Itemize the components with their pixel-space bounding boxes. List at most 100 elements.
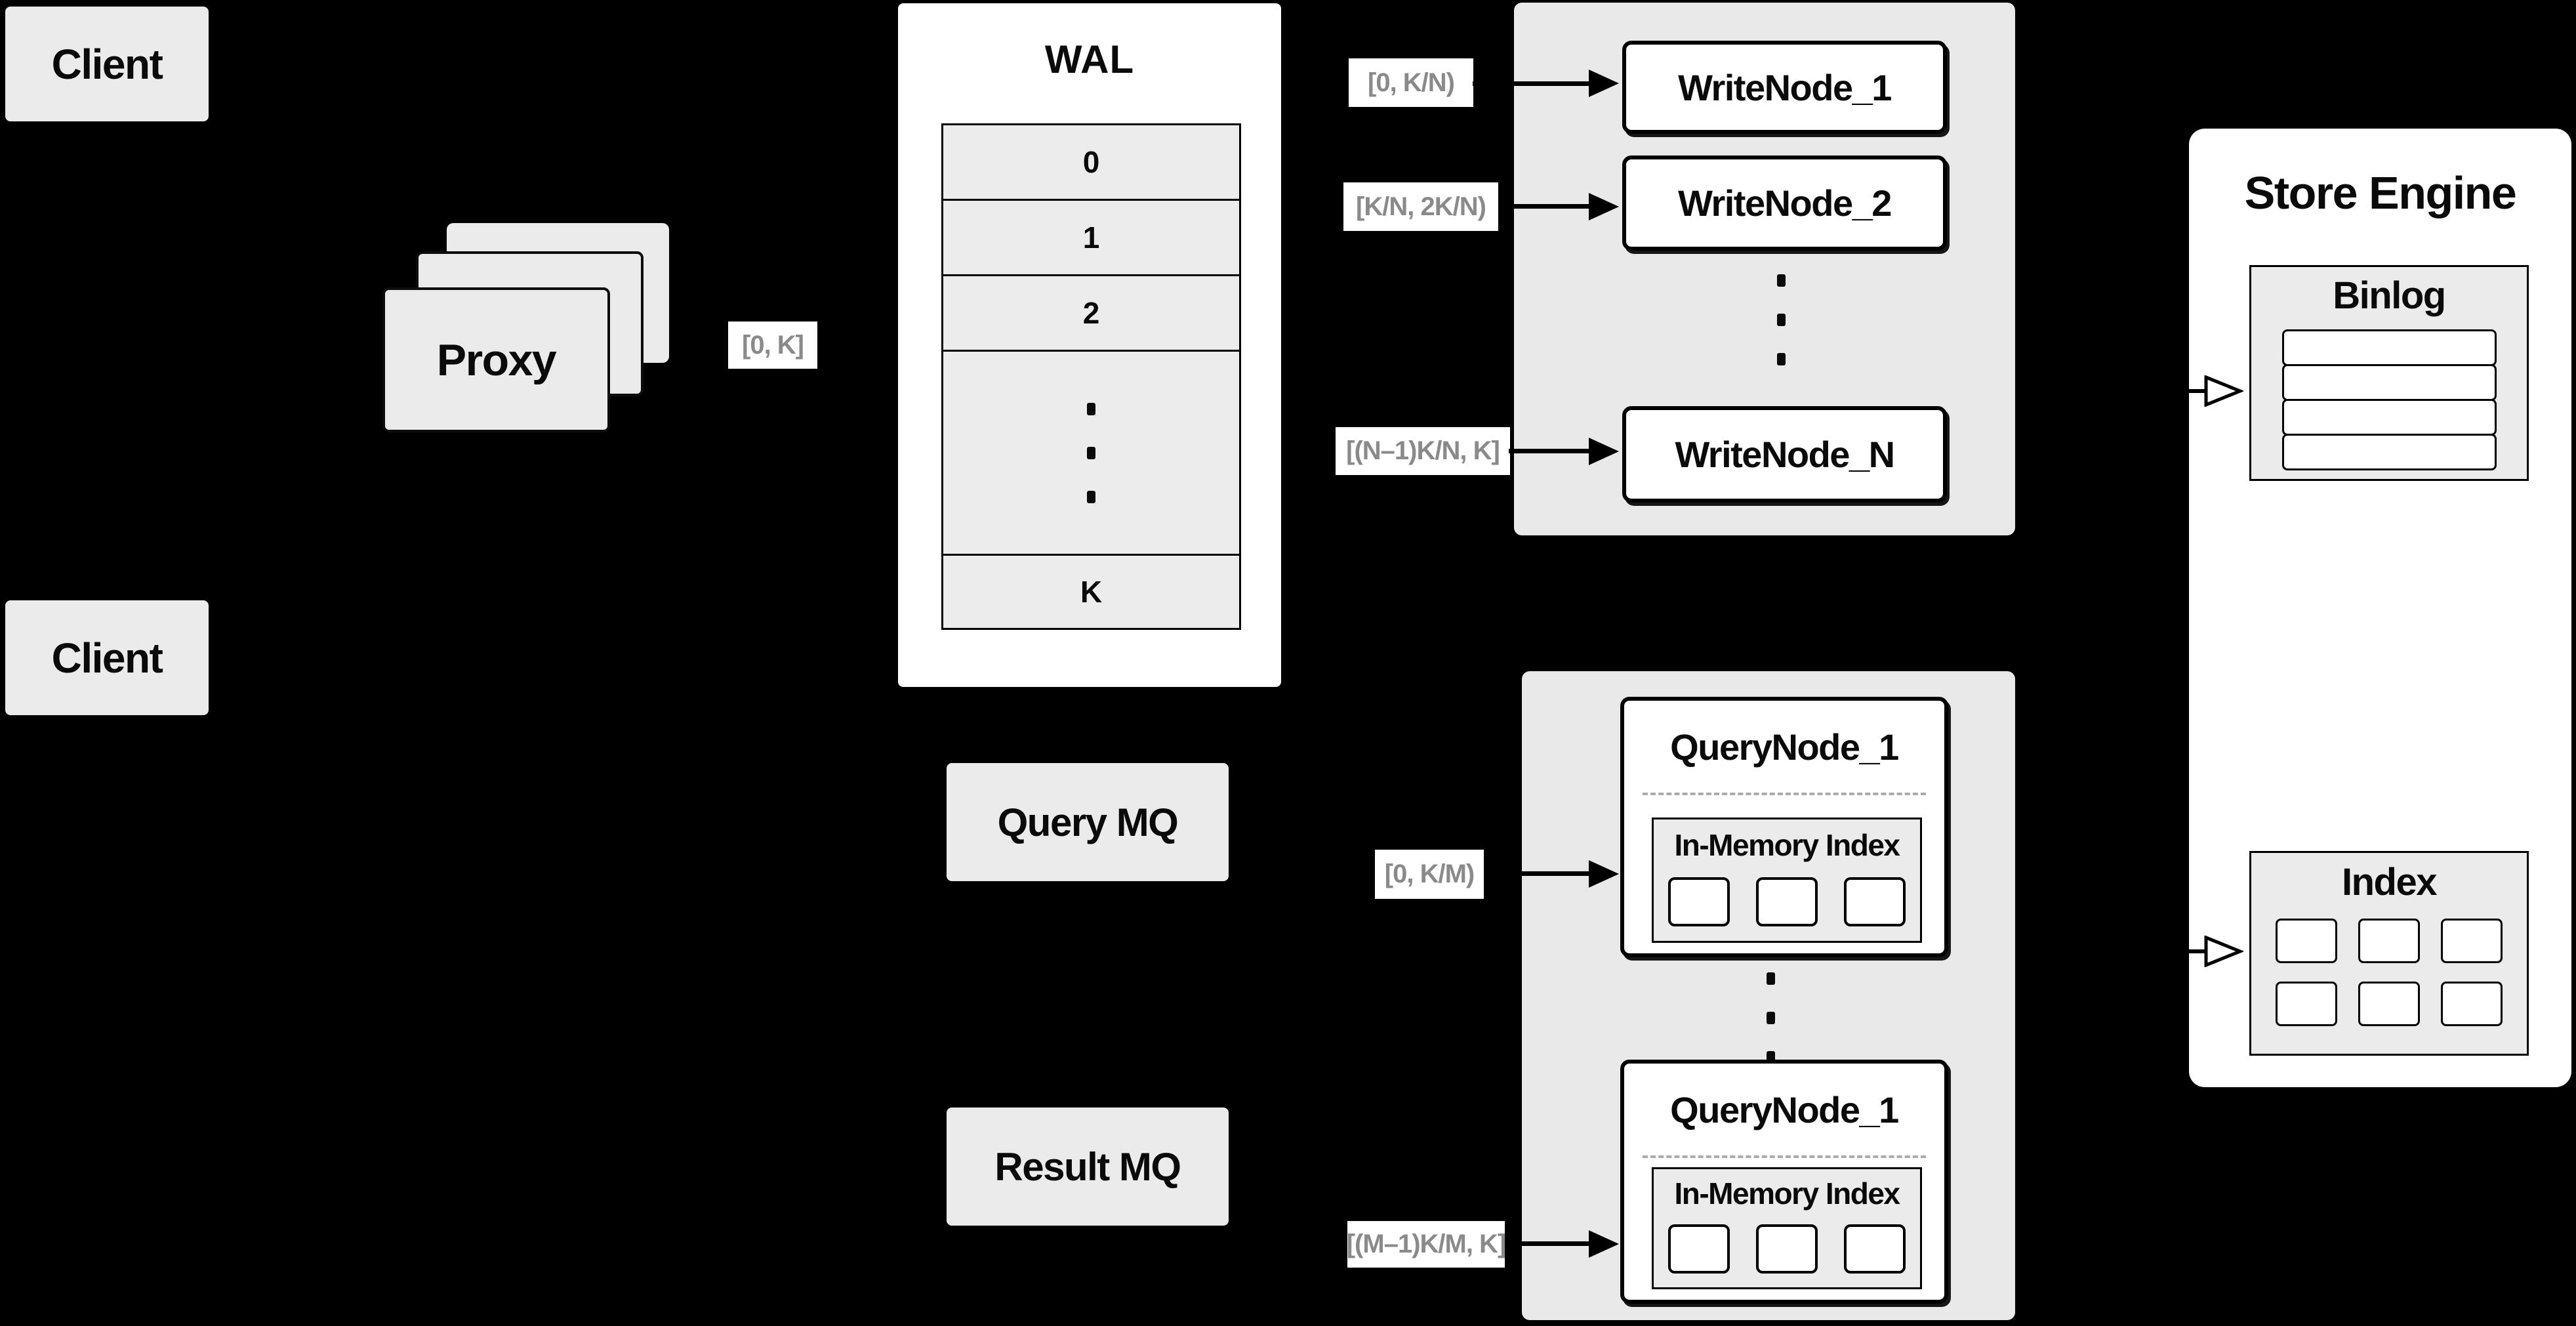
in-memory-index-bottom-title: In-Memory Index xyxy=(1654,1169,1920,1218)
index-cell xyxy=(2276,982,2337,1026)
result-mq-box: Result MQ xyxy=(947,1108,1229,1226)
index-title-text: Index xyxy=(2342,860,2438,903)
write-node-1: WriteNode_1 xyxy=(1622,41,1947,134)
arrow-line xyxy=(1505,1241,1589,1246)
write-node-n-label: WriteNode_N xyxy=(1675,434,1895,475)
index-cells-row xyxy=(2251,982,2527,1026)
wal-title-text: WAL xyxy=(1044,37,1135,81)
store-engine-title: Store Engine xyxy=(2189,160,2571,226)
wal-row-1: 1 xyxy=(943,201,1239,276)
range-label-query-top: [0, K/M) xyxy=(1375,850,1484,899)
range-label-write-n-text: [(N–1)K/N, K] xyxy=(1346,436,1500,465)
ellipsis-vertical-icon xyxy=(1777,274,1786,365)
proxy-card-front: Proxy xyxy=(382,287,610,432)
index-title: Index xyxy=(2251,853,2527,911)
ellipsis-vertical-icon xyxy=(1767,972,1775,1064)
arrow-right-icon xyxy=(1589,193,1619,220)
store-engine-panel: Store Engine Binlog Index xyxy=(2189,129,2571,1087)
arrow-line xyxy=(1509,449,1589,453)
in-memory-index-bottom: In-Memory Index xyxy=(1652,1167,1922,1289)
arrow-right-icon xyxy=(1589,438,1619,465)
memory-segment xyxy=(1756,1224,1818,1274)
dashed-separator xyxy=(1643,793,1926,795)
query-node-bottom-title: QueryNode_1 xyxy=(1624,1064,1944,1155)
client-box-bottom: Client xyxy=(5,600,209,715)
write-node-2-label: WriteNode_2 xyxy=(1678,182,1892,224)
arrow-right-icon xyxy=(1589,860,1619,888)
index-cell xyxy=(2441,982,2503,1026)
arrow-right-icon xyxy=(1589,1230,1619,1258)
in-memory-index-top-title-text: In-Memory Index xyxy=(1674,828,1900,862)
memory-segment xyxy=(1844,877,1906,926)
index-cell xyxy=(2441,919,2503,963)
wal-row-0: 0 xyxy=(943,125,1239,201)
proxy-label: Proxy xyxy=(436,335,557,385)
wal-row-k: K xyxy=(943,556,1239,628)
range-label-query-bottom: [(M–1)K/M, K] xyxy=(1346,1221,1507,1268)
client-top-label: Client xyxy=(51,40,163,88)
arrow-hollow-right-icon xyxy=(2204,936,2243,967)
wal-title: WAL xyxy=(898,30,1281,89)
memory-segment xyxy=(1668,877,1730,926)
arrow-line xyxy=(1498,204,1589,209)
arrow-right-icon xyxy=(1589,70,1619,97)
query-node-bottom-title-text: QueryNode_1 xyxy=(1670,1088,1899,1130)
wal-row-k-text: K xyxy=(1080,575,1103,609)
wal-row-1-text: 1 xyxy=(1082,220,1100,255)
range-label-query-bottom-text: [(M–1)K/M, K] xyxy=(1346,1230,1507,1258)
binlog-row xyxy=(2281,364,2497,401)
index-cell xyxy=(2358,982,2420,1026)
query-node-top: QueryNode_1 In-Memory Index xyxy=(1620,697,1948,957)
memory-segment xyxy=(1668,1224,1730,1274)
wal-row-ellipsis xyxy=(943,352,1239,556)
in-memory-index-top-title: In-Memory Index xyxy=(1654,819,1920,871)
write-node-2: WriteNode_2 xyxy=(1622,155,1947,251)
wal-row-0-text: 0 xyxy=(1082,145,1100,179)
memory-segments xyxy=(1654,877,1920,926)
query-mq-box: Query MQ xyxy=(947,763,1229,881)
memory-segment xyxy=(1844,1224,1906,1274)
range-label-proxy-out-text: [0, K] xyxy=(742,330,804,360)
wal-row-2: 2 xyxy=(943,276,1239,352)
wal-panel: WAL 0 1 2 K xyxy=(898,3,1281,687)
memory-segments xyxy=(1654,1224,1920,1274)
range-label-query-top-text: [0, K/M) xyxy=(1384,860,1475,888)
binlog-row xyxy=(2281,329,2497,366)
arrow-line xyxy=(1484,871,1589,876)
index-cell xyxy=(2358,919,2420,963)
index-box: Index xyxy=(2249,851,2529,1056)
dashed-separator xyxy=(1643,1155,1926,1158)
query-node-top-title-text: QueryNode_1 xyxy=(1670,726,1899,768)
binlog-title: Binlog xyxy=(2251,267,2527,323)
write-node-1-label: WriteNode_1 xyxy=(1678,66,1892,108)
range-label-write-2-text: [K/N, 2K/N) xyxy=(1356,192,1486,221)
binlog-row xyxy=(2281,434,2497,470)
binlog-rows xyxy=(2251,329,2527,470)
arrow-line xyxy=(2189,949,2209,953)
index-cell xyxy=(2276,919,2337,963)
binlog-row xyxy=(2281,399,2497,436)
range-label-write-2: [K/N, 2K/N) xyxy=(1343,182,1498,231)
client-box-top: Client xyxy=(5,7,209,121)
store-engine-title-text: Store Engine xyxy=(2244,167,2517,218)
ellipsis-vertical-icon xyxy=(1087,402,1095,503)
wal-segment-table: 0 1 2 K xyxy=(941,123,1241,630)
range-label-write-n: [(N–1)K/N, K] xyxy=(1336,427,1510,475)
wal-row-2-text: 2 xyxy=(1082,296,1100,330)
range-label-write-1: [0, K/N) xyxy=(1349,58,1473,107)
range-label-proxy-out: [0, K] xyxy=(728,321,817,369)
in-memory-index-top: In-Memory Index xyxy=(1652,818,1922,943)
binlog-box: Binlog xyxy=(2249,265,2529,481)
arrow-line xyxy=(1473,81,1589,86)
binlog-title-text: Binlog xyxy=(2333,274,2446,317)
query-node-bottom: QueryNode_1 In-Memory Index xyxy=(1620,1060,1948,1304)
query-node-top-title: QueryNode_1 xyxy=(1624,701,1944,793)
memory-segment xyxy=(1756,877,1818,926)
arrow-line xyxy=(2189,389,2209,393)
arrow-hollow-right-icon xyxy=(2204,375,2243,407)
query-mq-label: Query MQ xyxy=(997,800,1179,844)
index-cells-row xyxy=(2251,919,2527,963)
range-label-write-1-text: [0, K/N) xyxy=(1368,68,1455,97)
result-mq-label: Result MQ xyxy=(994,1144,1181,1189)
